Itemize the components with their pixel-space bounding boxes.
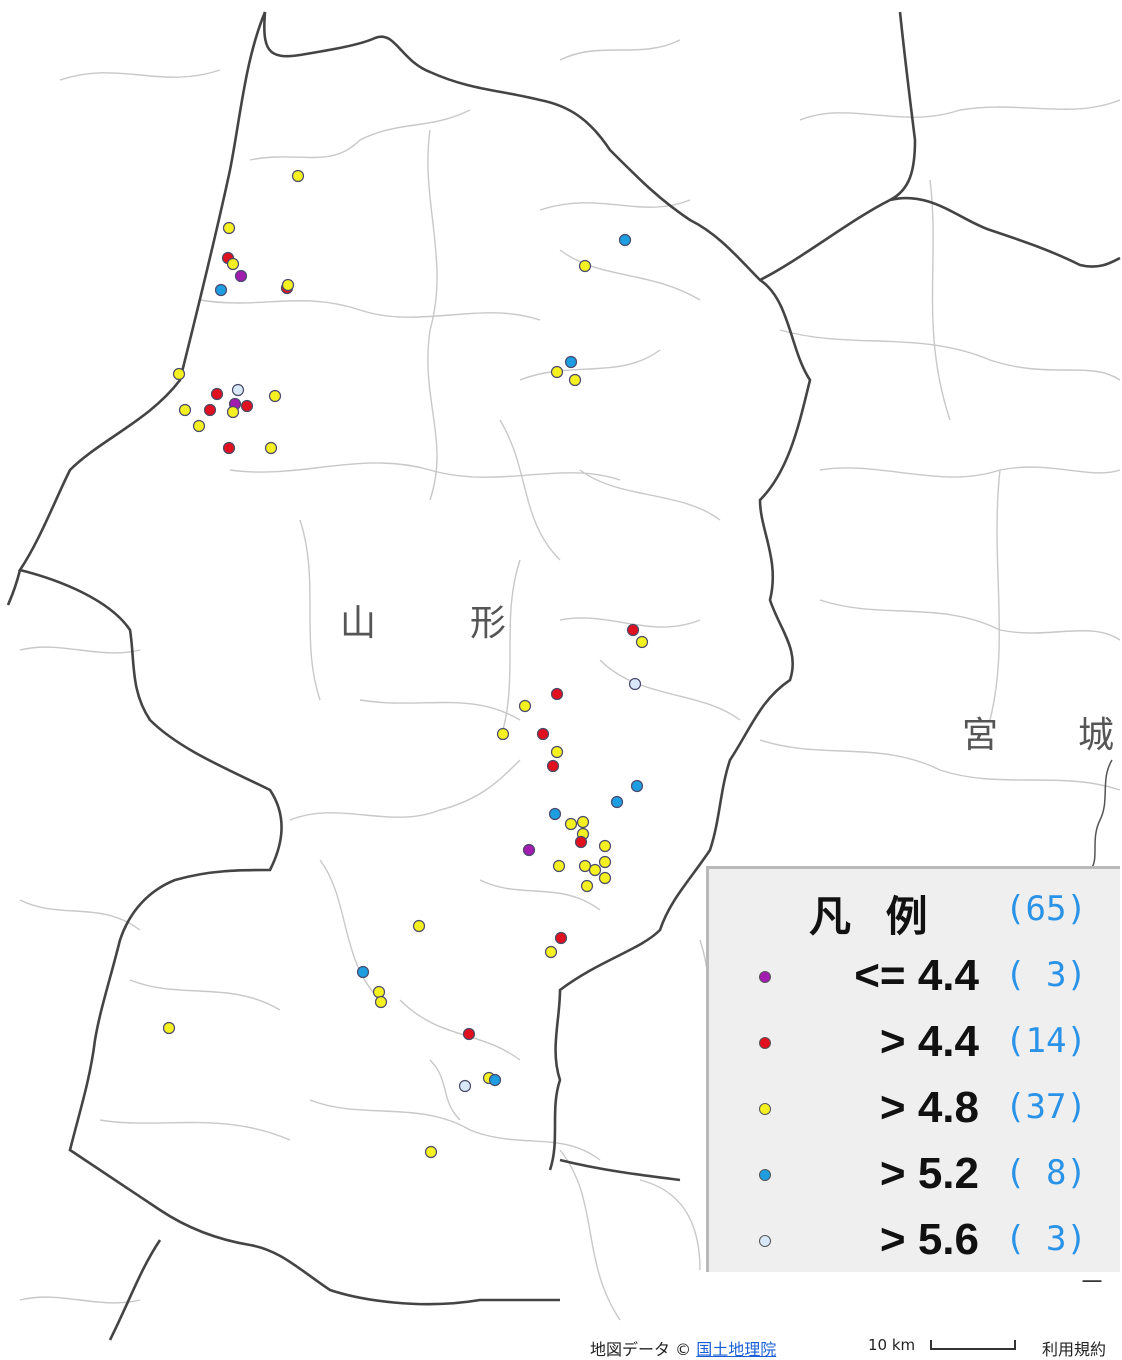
- terms-of-use-link[interactable]: 利用規約: [1042, 1340, 1107, 1359]
- coastline: [1089, 759, 1113, 871]
- legend-total-count: (65): [1005, 889, 1087, 929]
- legend-swatch-yellow: [759, 1103, 771, 1115]
- red-magnitude-dot: [222, 441, 236, 455]
- legend-row: > 4.8 (37): [709, 1079, 1120, 1139]
- legend-item-count: (14): [1005, 1021, 1087, 1061]
- yellow-magnitude-dot: [576, 815, 590, 829]
- blue-magnitude-dot: [618, 233, 632, 247]
- blue-magnitude-dot: [548, 807, 562, 821]
- magenta-magnitude-dot: [234, 269, 248, 283]
- attribution-text: 地図データ © 国土地理院: [590, 1336, 776, 1360]
- legend-swatch-blue: [759, 1169, 771, 1181]
- yellow-magnitude-dot: [372, 985, 386, 999]
- yellow-magnitude-dot: [635, 635, 649, 649]
- blue-magnitude-dot: [610, 795, 624, 809]
- yellow-magnitude-dot: [588, 863, 602, 877]
- yellow-magnitude-dot: [598, 871, 612, 885]
- red-magnitude-dot: [574, 835, 588, 849]
- yellow-magnitude-dot: [564, 817, 578, 831]
- blue-magnitude-dot: [488, 1073, 502, 1087]
- legend-item-label: > 4.8: [879, 1083, 979, 1132]
- yellow-magnitude-dot: [192, 419, 206, 433]
- legend-item-count: (37): [1005, 1087, 1087, 1127]
- red-magnitude-dot: [536, 727, 550, 741]
- legend-item-label: > 5.6: [879, 1215, 979, 1264]
- red-magnitude-dot: [203, 403, 217, 417]
- yellow-magnitude-dot: [226, 405, 240, 419]
- yellow-magnitude-dot: [578, 859, 592, 873]
- legend-title: 凡 例: [809, 892, 938, 941]
- yellow-magnitude-dot: [374, 995, 388, 1009]
- scale-label: 10 km: [868, 1336, 916, 1354]
- municipal-boundaries: [19, 39, 1121, 1321]
- legend-swatch-red: [759, 1037, 771, 1049]
- red-magnitude-dot: [554, 931, 568, 945]
- blue-magnitude-dot: [356, 965, 370, 979]
- prefecture-label-miyagi-1: 宮: [962, 715, 999, 756]
- yellow-magnitude-dot: [544, 945, 558, 959]
- yellow-magnitude-dot: [568, 373, 582, 387]
- yellow-magnitude-dot: [222, 221, 236, 235]
- yellow-magnitude-dot: [550, 745, 564, 759]
- yellow-magnitude-dot: [424, 1145, 438, 1159]
- yellow-magnitude-dot: [226, 257, 240, 271]
- red-magnitude-dot: [210, 387, 224, 401]
- yellow-magnitude-dot: [178, 403, 192, 417]
- legend-swatch-magenta: [759, 971, 771, 983]
- legend-swatch-lightblue: [759, 1235, 771, 1247]
- yellow-magnitude-dot: [550, 365, 564, 379]
- yellow-magnitude-dot: [268, 389, 282, 403]
- yellow-magnitude-dot: [291, 169, 305, 183]
- lightblue-magnitude-dot: [628, 677, 642, 691]
- prefecture-boundaries: [6, 11, 1121, 1341]
- earthquake-dots: [162, 169, 649, 1159]
- yellow-magnitude-dot: [172, 367, 186, 381]
- legend-row: > 5.6 ( 3): [709, 1211, 1120, 1271]
- yellow-magnitude-dot: [264, 441, 278, 455]
- yellow-magnitude-dot: [496, 727, 510, 741]
- blue-magnitude-dot: [564, 355, 578, 369]
- prefecture-label-yamagata-1: 山: [340, 603, 377, 644]
- yellow-magnitude-dot: [518, 699, 532, 713]
- zoom-out-button[interactable]: －: [1070, 1270, 1114, 1298]
- yellow-magnitude-dot: [598, 855, 612, 869]
- legend-item-label: > 5.2: [879, 1149, 979, 1198]
- legend-item-count: ( 3): [1005, 1219, 1087, 1259]
- prefecture-label-yamagata-2: 形: [470, 603, 507, 644]
- red-magnitude-dot: [240, 399, 254, 413]
- red-magnitude-dot: [546, 759, 560, 773]
- legend-panel: 凡 例 (65) <= 4.4 ( 3) > 4.4 (14) > 4.8 (3…: [706, 866, 1120, 1272]
- blue-magnitude-dot: [630, 779, 644, 793]
- yellow-magnitude-dot: [412, 919, 426, 933]
- scale-bar: [930, 1340, 1016, 1350]
- legend-item-label: <= 4.4: [854, 951, 979, 1000]
- attribution-bar: 地図データ © 国土地理院 10 km 利用規約: [584, 1332, 1122, 1360]
- yellow-magnitude-dot: [552, 859, 566, 873]
- legend-row: <= 4.4 ( 3): [709, 947, 1120, 1007]
- legend-item-label: > 4.4: [879, 1017, 979, 1066]
- gsi-source-link[interactable]: 国土地理院: [696, 1340, 777, 1359]
- attribution-prefix: 地図データ ©: [590, 1340, 692, 1359]
- magenta-magnitude-dot: [522, 843, 536, 857]
- legend-row: > 4.4 (14): [709, 1013, 1120, 1073]
- lightblue-magnitude-dot: [458, 1079, 472, 1093]
- blue-magnitude-dot: [214, 283, 228, 297]
- legend-item-count: ( 3): [1005, 955, 1087, 995]
- red-magnitude-dot: [462, 1027, 476, 1041]
- yellow-magnitude-dot: [578, 259, 592, 273]
- red-magnitude-dot: [550, 687, 564, 701]
- yellow-magnitude-dot: [162, 1021, 176, 1035]
- legend-item-count: ( 8): [1005, 1153, 1087, 1193]
- yellow-magnitude-dot: [598, 839, 612, 853]
- yellow-magnitude-dot: [281, 278, 295, 292]
- lightblue-magnitude-dot: [231, 383, 245, 397]
- yellow-magnitude-dot: [580, 879, 594, 893]
- red-magnitude-dot: [626, 623, 640, 637]
- legend-row: > 5.2 ( 8): [709, 1145, 1120, 1205]
- prefecture-label-miyagi-2: 城: [1078, 715, 1115, 756]
